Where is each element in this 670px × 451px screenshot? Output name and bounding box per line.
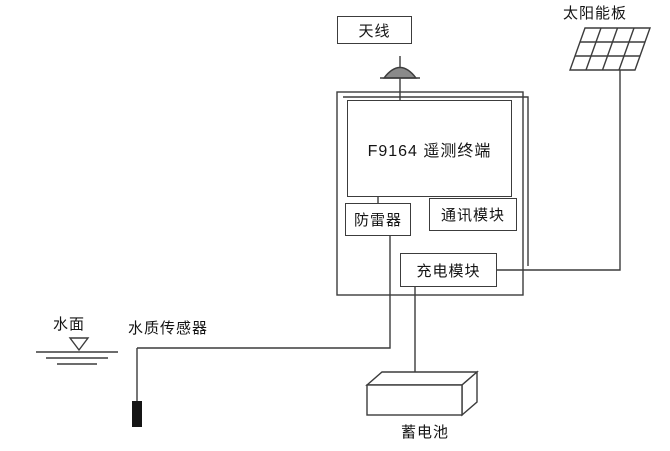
battery-label: 蓄电池 [400, 424, 449, 441]
comm-module-label: 通讯模块 [440, 207, 505, 224]
terminal-label: F9164 遥测终端 [367, 142, 492, 160]
antenna-label-box: 天线 [337, 16, 412, 44]
solar-panel-icon [569, 27, 651, 71]
lightning-arrester-label: 防雷器 [353, 212, 402, 229]
antenna-icon [380, 56, 420, 100]
battery-icon [365, 370, 479, 417]
lightning-arrester-box: 防雷器 [345, 203, 411, 236]
water-surface-icon [36, 337, 118, 365]
enclosure-double-line [343, 96, 529, 266]
sensor-cable-line [137, 236, 391, 349]
charging-module-label: 充电模块 [416, 262, 481, 280]
main-enclosure [336, 91, 524, 296]
solar-panel-label: 太阳能板 [563, 5, 628, 22]
antenna-label: 天线 [358, 22, 391, 40]
terminal-box: F9164 遥测终端 [347, 100, 512, 197]
water-surface-label: 水面 [53, 316, 86, 333]
water-sensor-label: 水质传感器 [128, 320, 209, 337]
charging-module-box: 充电模块 [400, 253, 497, 287]
sensor-probe-icon [132, 401, 142, 427]
solar-connection-line [497, 70, 621, 271]
comm-module-box: 通讯模块 [429, 198, 517, 231]
